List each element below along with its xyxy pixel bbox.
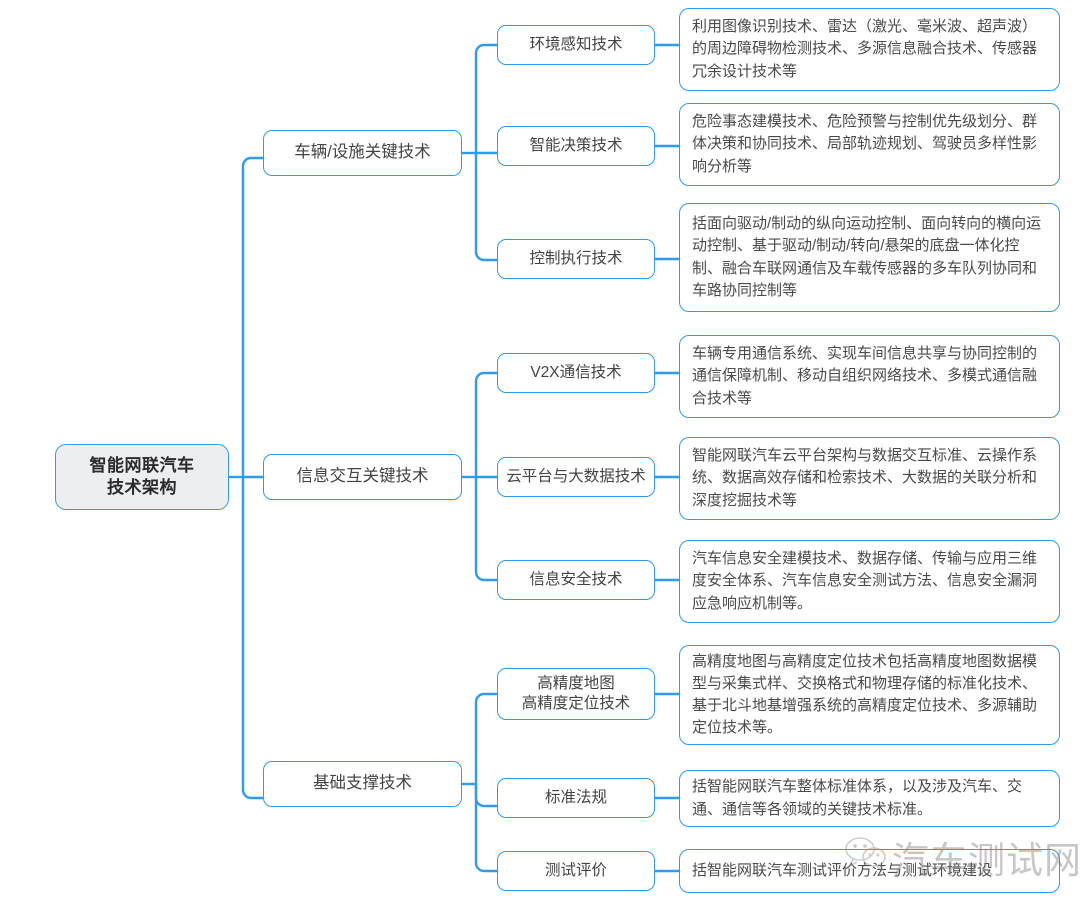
detail-text: 危险事态建模技术、危险预警与控制优先级划分、群体决策和协同技术、局部轨迹规划、驾… (692, 113, 1038, 175)
branch-label: 信息交互关键技术 (296, 467, 429, 486)
root-node[interactable]: 智能网联汽车 技术架构 (55, 444, 229, 510)
branch-node-information-interaction[interactable]: 信息交互关键技术 (263, 454, 462, 500)
topic-node-hd-map-positioning[interactable]: 高精度地图 高精度定位技术 (497, 668, 655, 720)
root-label-line1: 智能网联汽车 (89, 455, 195, 475)
detail-box-hd-map-positioning[interactable]: 高精度地图与高精度定位技术包括高精度地图数据模型与采集式样、交换格式和物理存储的… (679, 645, 1060, 745)
branch-label: 基础支撑技术 (313, 774, 412, 793)
topic-label-line2: 高精度定位技术 (521, 695, 631, 712)
topic-node-test-evaluation[interactable]: 测试评价 (497, 851, 655, 891)
detail-text: 括智能网联汽车整体标准体系，以及涉及汽车、交通、通信等各领域的关键技术标准。 (692, 778, 1023, 818)
detail-text: 利用图像识别技术、雷达（激光、毫米波、超声波）的周边障碍物检测技术、多源信息融合… (692, 18, 1038, 80)
topic-node-cloud-bigdata[interactable]: 云平台与大数据技术 (497, 457, 655, 497)
topic-node-intelligent-decision[interactable]: 智能决策技术 (497, 126, 655, 166)
detail-text: 高精度地图与高精度定位技术包括高精度地图数据模型与采集式样、交换格式和物理存储的… (692, 652, 1038, 737)
topic-label: 信息安全技术 (529, 570, 623, 588)
detail-text: 括面向驱动/制动的纵向运动控制、面向转向的横向运动控制、基于驱动/制动/转向/悬… (692, 215, 1042, 299)
detail-box-information-security[interactable]: 汽车信息安全建模技术、数据存储、传输与应用三维度安全体系、汽车信息安全测试方法、… (679, 540, 1060, 623)
branch-node-vehicle-infrastructure[interactable]: 车辆/设施关键技术 (263, 130, 462, 176)
topic-node-standards-regulations[interactable]: 标准法规 (497, 778, 655, 818)
detail-text: 智能网联汽车云平台架构与数据交互标准、云操作系统、数据高效存储和检索技术、大数据… (692, 447, 1038, 509)
topic-label: 环境感知技术 (529, 35, 623, 53)
topic-node-v2x-communication[interactable]: V2X通信技术 (497, 353, 655, 393)
topic-label: 标准法规 (544, 788, 607, 806)
detail-text: 车辆专用通信系统、实现车间信息共享与协同控制的通信保障机制、移动自组织网络技术、… (692, 345, 1038, 407)
detail-box-cloud-bigdata[interactable]: 智能网联汽车云平台架构与数据交互标准、云操作系统、数据高效存储和检索技术、大数据… (679, 437, 1060, 520)
branch-node-basic-support[interactable]: 基础支撑技术 (263, 761, 462, 807)
detail-box-control-execution[interactable]: 括面向驱动/制动的纵向运动控制、面向转向的横向运动控制、基于驱动/制动/转向/悬… (679, 203, 1060, 312)
topic-label: V2X通信技术 (530, 363, 622, 381)
detail-box-v2x-communication[interactable]: 车辆专用通信系统、实现车间信息共享与协同控制的通信保障机制、移动自组织网络技术、… (679, 335, 1060, 418)
root-label-line2: 技术架构 (107, 478, 177, 497)
topic-node-environment-perception[interactable]: 环境感知技术 (497, 25, 655, 65)
topic-node-control-execution[interactable]: 控制执行技术 (497, 239, 655, 279)
topic-label-line1: 高精度地图 (537, 674, 615, 692)
branch-label: 车辆/设施关键技术 (294, 143, 431, 162)
topic-label: 测试评价 (544, 861, 607, 879)
detail-box-standards-regulations[interactable]: 括智能网联汽车整体标准体系，以及涉及汽车、交通、通信等各领域的关键技术标准。 (679, 770, 1060, 827)
topic-label: 云平台与大数据技术 (506, 467, 646, 485)
detail-text: 汽车信息安全建模技术、数据存储、传输与应用三维度安全体系、汽车信息安全测试方法、… (692, 550, 1038, 612)
detail-box-test-evaluation[interactable]: 括智能网联汽车测试评价方法与测试环境建设 (679, 849, 1060, 893)
detail-text: 括智能网联汽车测试评价方法与测试环境建设 (692, 861, 993, 879)
topic-label: 控制执行技术 (529, 249, 623, 267)
detail-box-intelligent-decision[interactable]: 危险事态建模技术、危险预警与控制优先级划分、群体决策和协同技术、局部轨迹规划、驾… (679, 103, 1060, 186)
topic-label: 智能决策技术 (529, 136, 623, 154)
detail-box-environment-perception[interactable]: 利用图像识别技术、雷达（激光、毫米波、超声波）的周边障碍物检测技术、多源信息融合… (679, 8, 1060, 91)
topic-node-information-security[interactable]: 信息安全技术 (497, 560, 655, 600)
